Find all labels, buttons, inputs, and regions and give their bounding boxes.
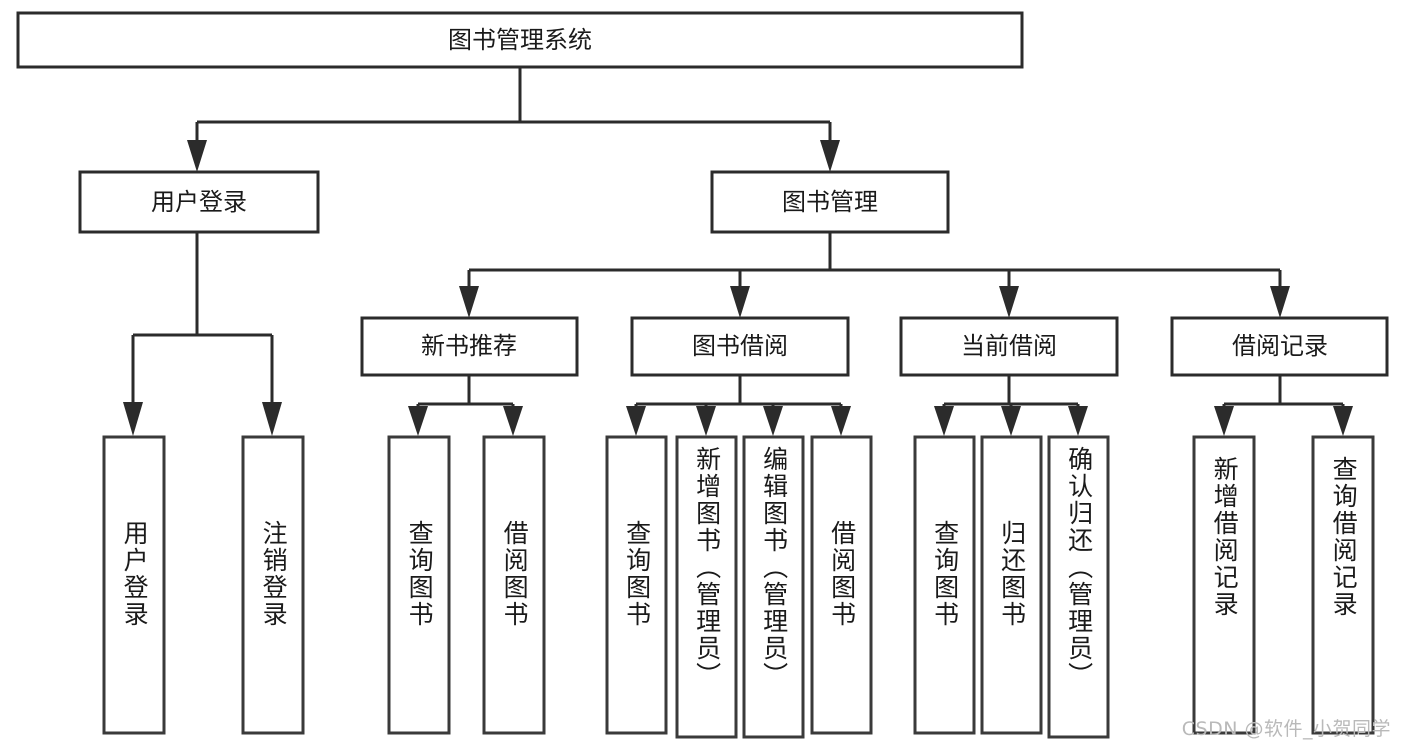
node-borrow-record[interactable] [1170, 316, 1389, 377]
node-current-borrow-label: 当前借阅 [961, 332, 1057, 360]
node-book-manage[interactable] [710, 170, 950, 234]
node-leaf-add-record[interactable] [1192, 435, 1256, 735]
node-leaf-borrow-book-2[interactable] [810, 435, 873, 735]
arrow-br-2 [1333, 406, 1353, 436]
node-book-manage-label: 图书管理 [782, 188, 878, 216]
node-leaf-query-record[interactable] [1311, 435, 1375, 735]
arrow-root-to-user-login [187, 140, 207, 172]
arrow-br-1 [1214, 406, 1234, 436]
arrow-root-to-book-manage [820, 140, 840, 172]
arrow-cb-3 [1068, 406, 1088, 436]
node-user-login[interactable] [78, 170, 320, 234]
node-leaf-user-login[interactable] [102, 435, 166, 735]
arrow-bm-2 [730, 286, 750, 318]
node-leaf-query-book-1[interactable] [387, 435, 451, 735]
arrow-nbr-2 [503, 406, 523, 436]
node-root-label: 图书管理系统 [448, 26, 592, 54]
arrow-bb-3 [763, 406, 783, 436]
node-leaf-query-book-3[interactable] [913, 435, 976, 735]
arrow-cb-1 [934, 406, 954, 436]
arrow-nbr-1 [408, 406, 428, 436]
arrow-bm-3 [999, 286, 1019, 318]
node-leaf-confirm-return[interactable] [1047, 435, 1110, 739]
csdn-watermark: CSDN @软件_小贺同学 [1181, 718, 1391, 740]
node-leaf-user-logout[interactable] [241, 435, 305, 735]
edge-layer [123, 67, 1353, 436]
arrow-ul-1 [123, 402, 143, 436]
node-leaf-query-book-2[interactable] [605, 435, 668, 735]
node-root[interactable] [16, 11, 1024, 69]
node-leaf-add-book[interactable] [675, 435, 738, 739]
arrow-bb-1 [626, 406, 646, 436]
node-leaf-borrow-book-1[interactable] [482, 435, 546, 735]
node-book-borrow-label: 图书借阅 [692, 332, 788, 360]
arrow-bb-4 [831, 406, 851, 436]
node-new-book-recommend-label: 新书推荐 [421, 332, 517, 360]
node-borrow-record-label: 借阅记录 [1232, 332, 1328, 360]
node-layer [16, 11, 1389, 739]
node-user-login-label: 用户登录 [151, 188, 247, 216]
arrow-bm-1 [459, 286, 479, 318]
node-leaf-edit-book[interactable] [742, 435, 805, 739]
arrow-cb-2 [1001, 406, 1021, 436]
node-book-borrow[interactable] [630, 316, 850, 377]
node-leaf-return-book[interactable] [980, 435, 1043, 735]
arrow-ul-2 [262, 402, 282, 436]
node-new-book-recommend[interactable] [360, 316, 579, 377]
label-layer: 图书管理系统 用户登录 图书管理 新书推荐 图书借阅 当前借阅 借阅记录 [151, 26, 1328, 360]
arrow-bb-2 [696, 406, 716, 436]
node-current-borrow[interactable] [899, 316, 1119, 377]
arrow-bm-4 [1270, 286, 1290, 318]
